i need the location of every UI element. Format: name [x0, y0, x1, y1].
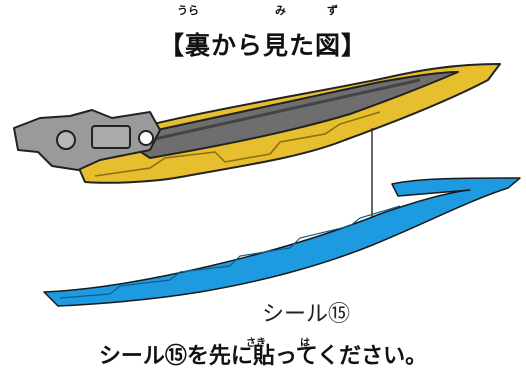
- blade-edge-highlight: [149, 78, 421, 142]
- sticker-15-shape: [43, 177, 521, 307]
- page-title-block: 【裏から見た図】: [0, 12, 526, 62]
- sticker-15-panels: [59, 205, 401, 299]
- hilt-pin: [56, 130, 76, 150]
- hilt-bar: [91, 125, 131, 149]
- ruby-zu: ず: [327, 4, 338, 17]
- blade-dark-part: [119, 71, 459, 159]
- page-title: 【裏から見た図】: [158, 31, 367, 60]
- hilt-hole: [138, 130, 154, 146]
- ruby-saki: さき: [246, 338, 266, 349]
- blade-gold-panels: [94, 111, 381, 177]
- instruction-text: シール⑮を先に貼ってください。: [98, 344, 428, 369]
- ruby-ura: うら: [177, 4, 199, 17]
- ruby-ha: は: [300, 338, 310, 349]
- ruby-mi: み: [275, 4, 286, 17]
- sticker-label: シール⑮: [262, 302, 351, 327]
